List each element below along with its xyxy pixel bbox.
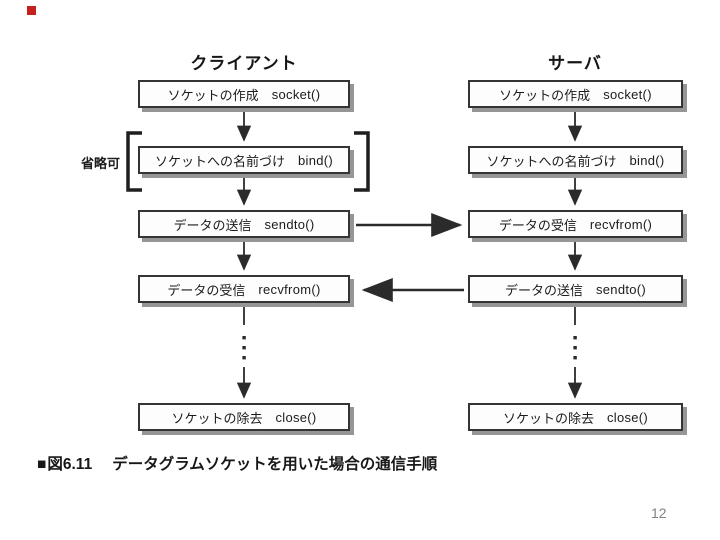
server-box-sendto: データの送信 sendto() xyxy=(468,275,683,303)
client-box-recvfrom: データの受信 recvfrom() xyxy=(138,275,350,303)
slide-accent-square xyxy=(27,6,36,15)
client-box-socket: ソケットの作成 socket() xyxy=(138,80,350,108)
server-box-socket: ソケットの作成 socket() xyxy=(468,80,683,108)
client-box-close-label: ソケットの除去 xyxy=(171,410,263,426)
ellipsis-dot xyxy=(242,346,246,350)
client-box-socket-label: ソケットの作成 xyxy=(167,87,259,103)
server-box-recvfrom-label: データの受信 xyxy=(498,217,577,233)
server-box-recvfrom-fn: recvfrom() xyxy=(589,216,653,232)
ellipsis-dot xyxy=(573,356,577,360)
client-column-header: クライアント xyxy=(190,54,298,73)
client-box-close-fn: close() xyxy=(275,409,317,425)
figure-bullet-icon: ■ xyxy=(37,456,47,473)
client-box-socket-fn: socket() xyxy=(271,86,321,102)
server-box-socket-label: ソケットの作成 xyxy=(499,87,591,103)
server-box-recvfrom: データの受信 recvfrom() xyxy=(468,210,683,238)
server-box-sendto-label: データの送信 xyxy=(504,282,583,298)
server-column-header: サーバ xyxy=(548,54,602,73)
ellipsis-dot xyxy=(242,336,246,340)
server-box-close-label: ソケットの除去 xyxy=(502,410,594,426)
optional-bracket-right xyxy=(354,131,370,192)
figure-title: データグラムソケットを用いた場合の通信手順 xyxy=(112,456,438,473)
server-box-socket-fn: socket() xyxy=(603,86,652,102)
ellipsis-dot xyxy=(573,336,577,340)
client-box-sendto-label: データの送信 xyxy=(173,217,252,233)
client-box-recvfrom-fn: recvfrom() xyxy=(258,281,321,297)
server-box-bind-fn: bind() xyxy=(629,152,665,168)
client-box-close: ソケットの除去 close() xyxy=(138,403,350,431)
ellipsis-dot xyxy=(573,346,577,350)
page-number: 12 xyxy=(651,505,667,521)
server-box-sendto-fn: sendto() xyxy=(595,281,647,297)
server-box-close-fn: close() xyxy=(606,409,649,425)
client-box-bind: ソケットへの名前づけ bind() xyxy=(138,146,350,174)
server-box-close: ソケットの除去 close() xyxy=(468,403,683,431)
client-box-bind-fn: bind() xyxy=(297,152,334,168)
figure-label: 図6.11 xyxy=(47,456,93,473)
optional-note: 省略可 xyxy=(80,156,120,171)
client-box-bind-label: ソケットへの名前づけ xyxy=(154,153,285,169)
figure-caption: ■ 図6.11 データグラムソケットを用いた場合の通信手順 xyxy=(37,452,437,474)
server-box-bind-label: ソケットへの名前づけ xyxy=(486,153,617,169)
client-box-sendto-fn: sendto() xyxy=(264,216,315,232)
server-box-bind: ソケットへの名前づけ bind() xyxy=(468,146,683,174)
client-box-sendto: データの送信 sendto() xyxy=(138,210,350,238)
client-box-recvfrom-label: データの受信 xyxy=(167,282,246,298)
ellipsis-dot xyxy=(242,356,246,360)
